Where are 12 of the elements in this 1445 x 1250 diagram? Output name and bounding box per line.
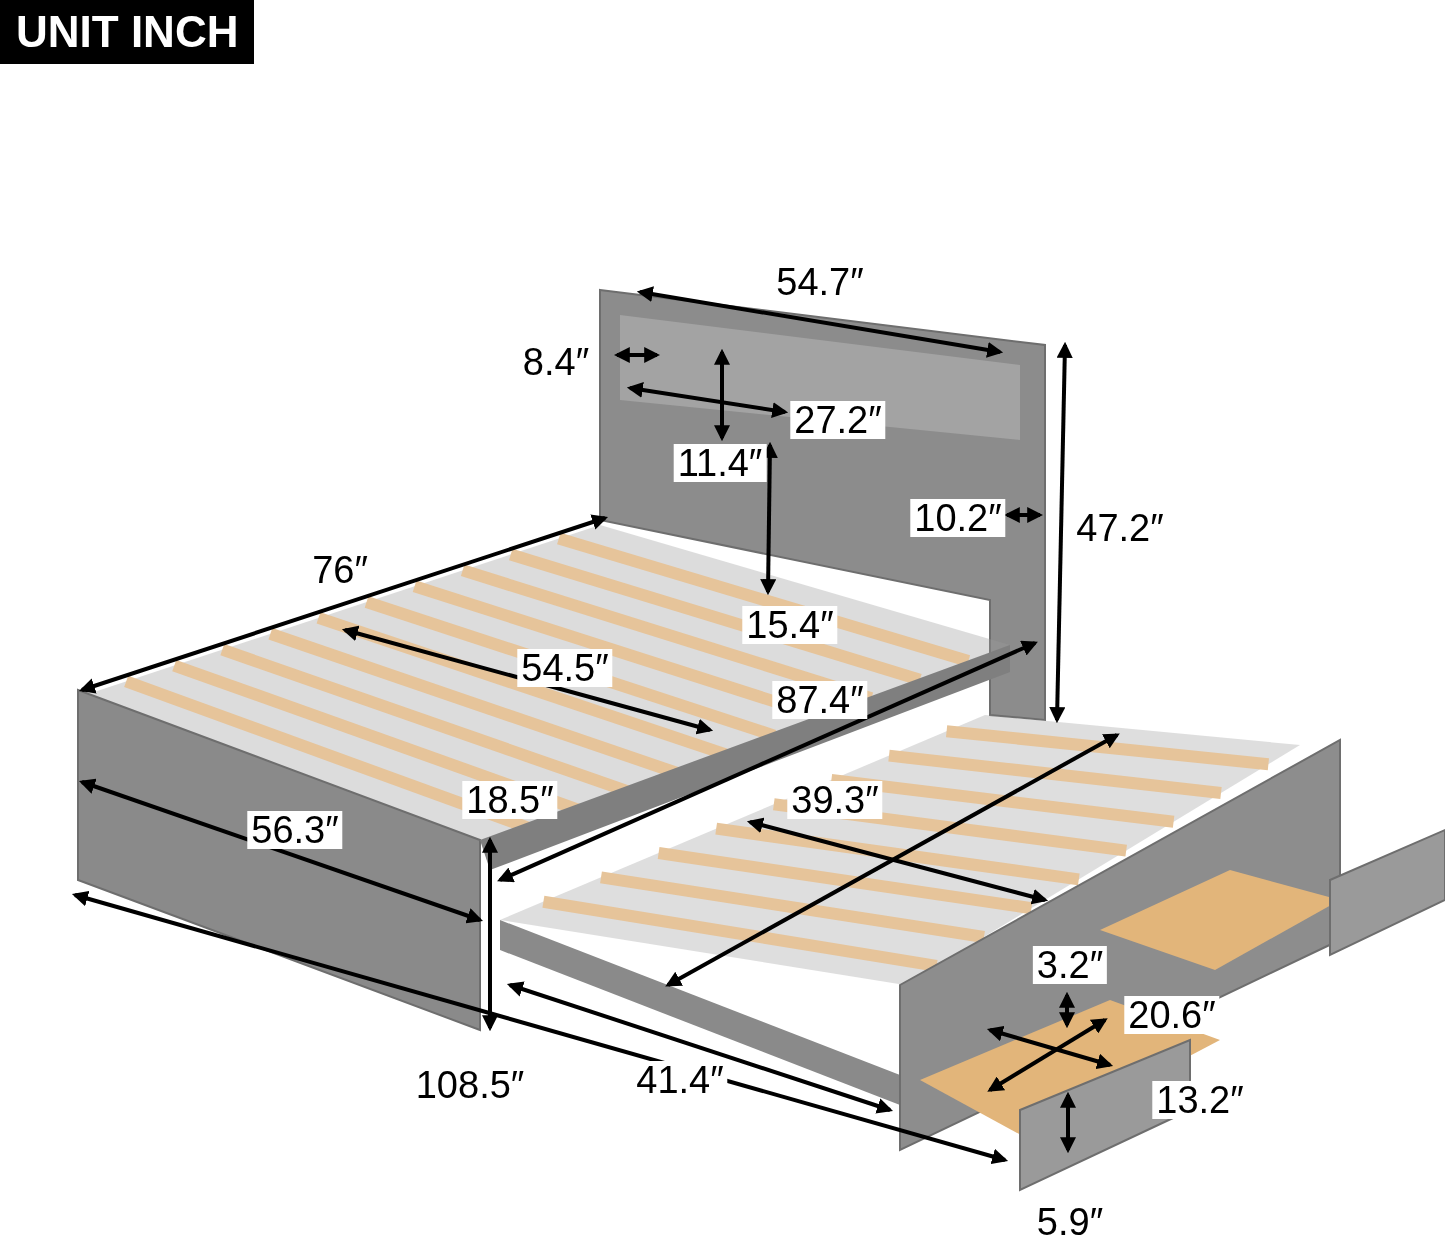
dimension-label: 27.2″ bbox=[790, 401, 886, 439]
unit-heading: UNIT INCH bbox=[0, 0, 255, 64]
dimension-label: 10.2″ bbox=[910, 499, 1006, 537]
dimension-label: 3.2″ bbox=[1032, 946, 1108, 984]
dimension-label: 15.4″ bbox=[742, 606, 838, 644]
dimension-label: 20.6″ bbox=[1124, 996, 1220, 1034]
dimension-label: 39.3″ bbox=[787, 781, 883, 819]
dimension-label: 87.4″ bbox=[772, 681, 868, 719]
dimension-label: 54.5″ bbox=[517, 649, 613, 687]
dimension-label: 56.3″ bbox=[247, 811, 343, 849]
dimension-label: 11.4″ bbox=[673, 444, 767, 482]
dimension-label: 18.5″ bbox=[462, 781, 558, 819]
